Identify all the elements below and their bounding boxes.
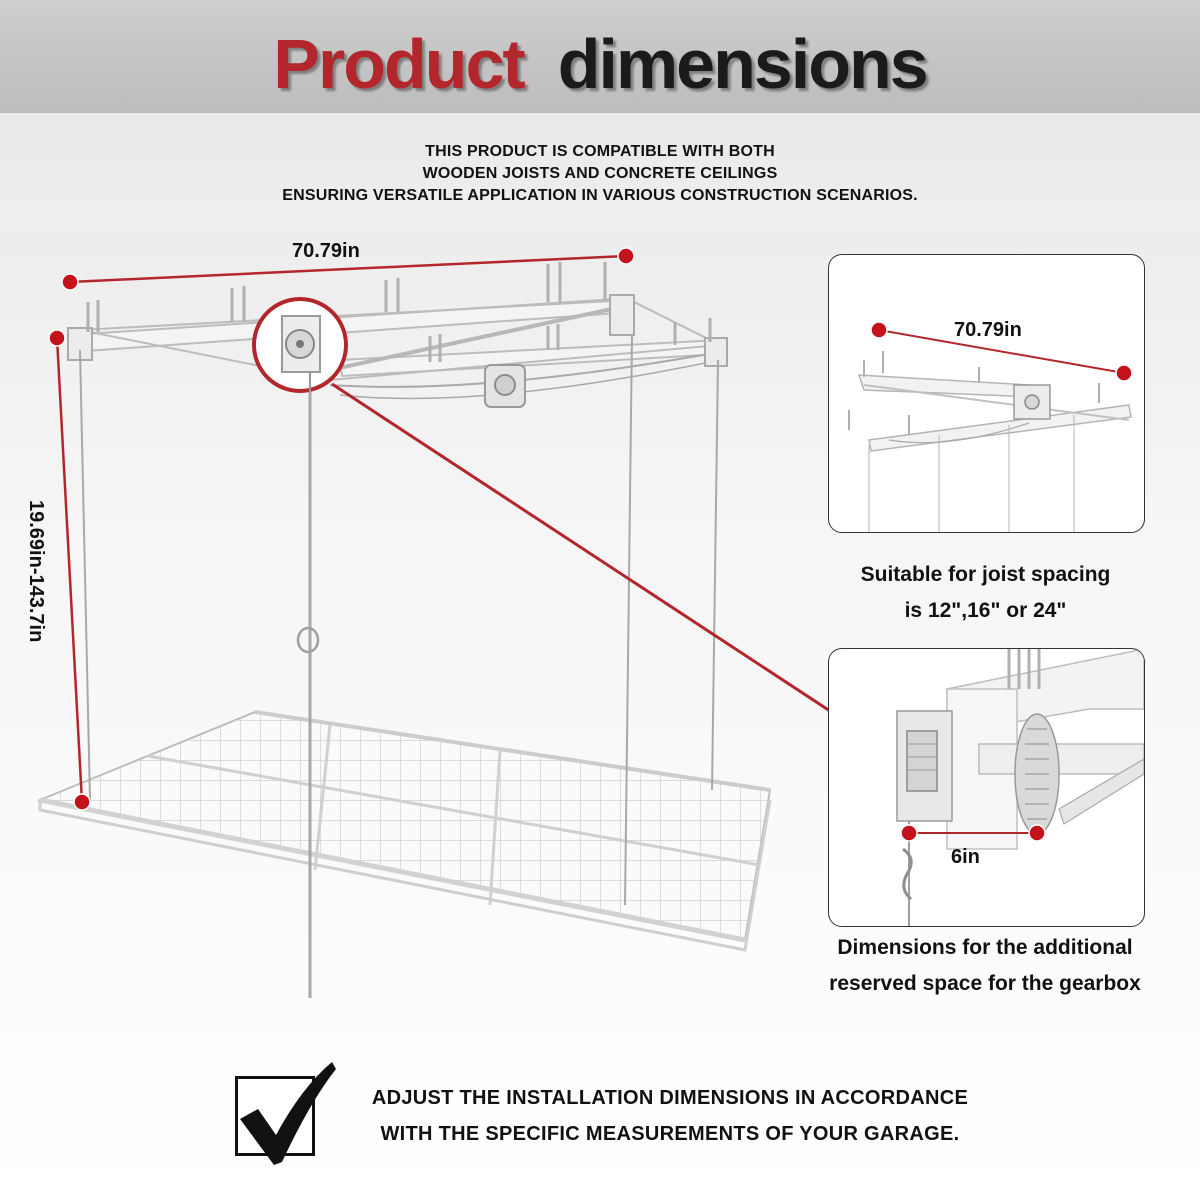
gearbox-caption-line-2: reserved space for the gearbox: [829, 972, 1141, 995]
joist-caption: Suitable for joist spacing is 12",16" or…: [828, 557, 1143, 629]
intro-line-3: ENSURING VERSATILE APPLICATION IN VARIOU…: [282, 187, 918, 204]
main-width-label: 70.79in: [292, 240, 360, 262]
title-product: Product: [273, 25, 525, 103]
checkmark-icon: [240, 1062, 336, 1165]
dimension-markers: [48, 247, 635, 811]
joist-caption-line-2: is 12",16" or 24": [904, 599, 1067, 622]
hook-ring: [296, 626, 320, 654]
footer-line-1: ADJUST THE INSTALLATION DIMENSIONS IN AC…: [371, 1087, 969, 1109]
gearbox-detail-drawing: [896, 649, 1144, 926]
intro-line-2: WOODEN JOISTS AND CONCRETE CEILINGS: [422, 165, 778, 182]
checkmark-box: [235, 1062, 336, 1165]
intro-line-1: THIS PRODUCT IS COMPATIBLE WITH BOTH: [425, 143, 775, 160]
page-title: Product dimensions: [0, 22, 1200, 106]
intro-band: [0, 113, 1200, 231]
dimension-lines: [55, 254, 898, 803]
ceiling-frame: [67, 294, 728, 408]
header-band: [0, 0, 1200, 113]
joist-caption-line-1: Suitable for joist spacing: [860, 563, 1111, 586]
intro-text: THIS PRODUCT IS COMPATIBLE WITH BOTH WOO…: [150, 141, 1050, 207]
gearbox-caption: Dimensions for the additional reserved s…: [800, 930, 1170, 1002]
gearbox-detail-panel: 6in: [828, 648, 1145, 927]
lift-cables: [79, 334, 719, 998]
joist-detail-panel: 70.79in: [828, 254, 1145, 533]
gearbox-offset-label: 6in: [951, 846, 980, 868]
footer-line-2: WITH THE SPECIFIC MEASUREMENTS OF YOUR G…: [380, 1123, 960, 1145]
joist-detail-drawing: [848, 321, 1133, 532]
frame-bolts: [86, 262, 712, 362]
footer-note: ADJUST THE INSTALLATION DIMENSIONS IN AC…: [345, 1080, 995, 1152]
title-dimensions: dimensions: [557, 25, 929, 103]
main-height-label: 19.69in-143.7in: [25, 500, 47, 643]
gearbox-zoom-circle: [252, 297, 348, 393]
gearbox-caption-line-1: Dimensions for the additional: [837, 936, 1133, 959]
panel-width-label: 70.79in: [954, 319, 1022, 341]
wire-platform: [36, 710, 772, 952]
